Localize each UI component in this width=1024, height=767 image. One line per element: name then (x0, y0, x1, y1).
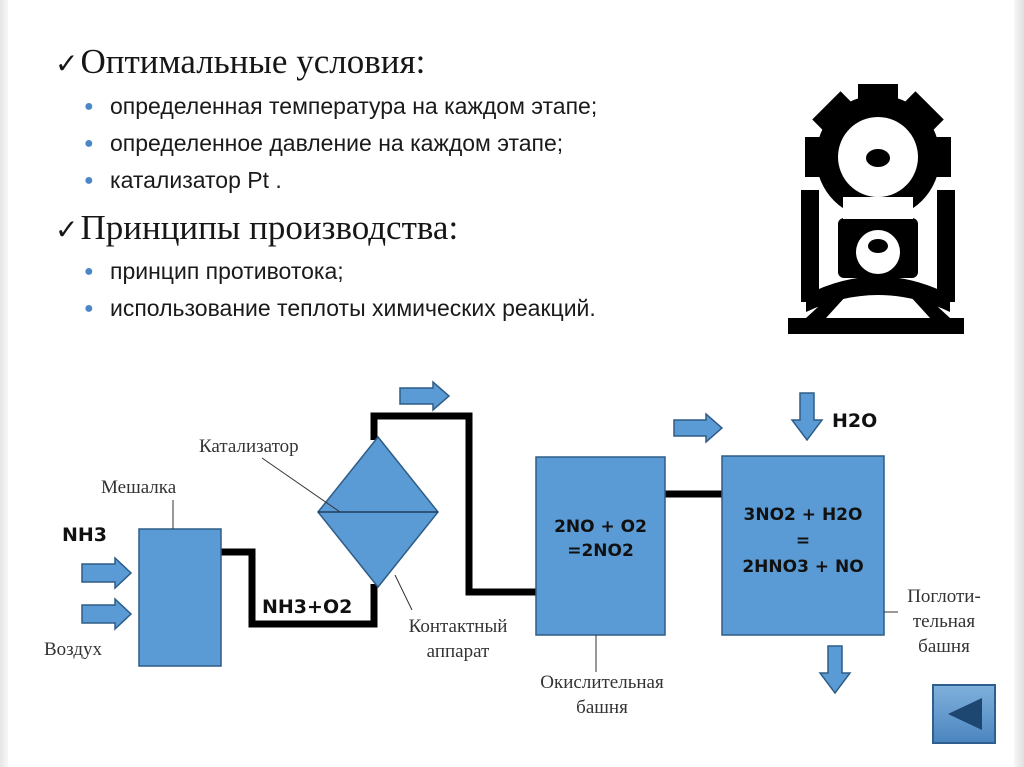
leader-line (261, 457, 341, 513)
absorption-reaction: 3NO2 + H2O = 2HNO3 + NO (742, 505, 864, 577)
arrow-right-icon (399, 380, 451, 412)
checkmark-icon: ✓ (55, 47, 79, 80)
pipe-contact-to-oxidation (370, 412, 536, 596)
leader-line (394, 574, 413, 611)
catalyst-label: Катализатор (199, 436, 299, 457)
bullet-icon: ● (84, 135, 94, 152)
back-arrow-icon (948, 698, 982, 730)
oxidation-tower-vessel (535, 456, 666, 636)
production-principles-list: ●принцип противотока; ●использование теп… (84, 253, 596, 327)
bullet-icon: ● (84, 172, 94, 189)
list-item: ●определенное давление на каждом этапе; (84, 125, 597, 162)
pipes (221, 412, 722, 628)
list-item: ●определенная температура на каждом этап… (84, 88, 597, 125)
nh3-formula: NH3 (62, 524, 108, 546)
nh3-o2-formula: NH3+O2 (262, 596, 353, 618)
back-button[interactable] (932, 684, 996, 744)
arrow-right-icon (673, 412, 724, 444)
absorption-tower-vessel (721, 455, 885, 636)
bullet-icon: ● (84, 300, 94, 317)
optimal-conditions-list: ●определенная температура на каждом этап… (84, 88, 597, 199)
oxidation-reaction: 2NO + O2 =2NO2 (554, 517, 647, 561)
arrow-right-icon (81, 556, 133, 590)
slide-frame-left (0, 0, 8, 767)
bullet-icon: ● (84, 98, 94, 115)
list-item: ●принцип противотока; (84, 253, 596, 290)
checkmark-icon: ✓ (55, 213, 79, 246)
list-item: ●катализатор Pt . (84, 162, 597, 199)
contact-apparatus-label: Контактный аппарат (408, 616, 508, 662)
mixer-label: Мешалка (101, 477, 177, 498)
air-label: Воздух (44, 639, 103, 660)
slide-frame-right (1014, 0, 1024, 767)
production-principles-heading: ✓Принципы производства: (55, 208, 459, 247)
arrow-down-icon (818, 645, 852, 695)
pipe-mixer-to-contact (221, 548, 378, 628)
arrow-right-icon (81, 597, 133, 631)
chemical-industry-emblem-icon (788, 84, 964, 334)
h2o-formula: H2O (832, 410, 878, 432)
oxidation-tower-label: Окислительная башня (540, 672, 664, 718)
arrow-down-icon (790, 392, 824, 442)
optimal-conditions-heading: ✓Оптимальные условия: (55, 42, 426, 81)
bullet-icon: ● (84, 263, 94, 280)
list-item: ●использование теплоты химических реакци… (84, 290, 596, 327)
contact-apparatus-vessel (317, 435, 439, 589)
absorption-tower-label: Поглоти- тельная башня (907, 586, 981, 657)
mixer-vessel (138, 528, 222, 667)
